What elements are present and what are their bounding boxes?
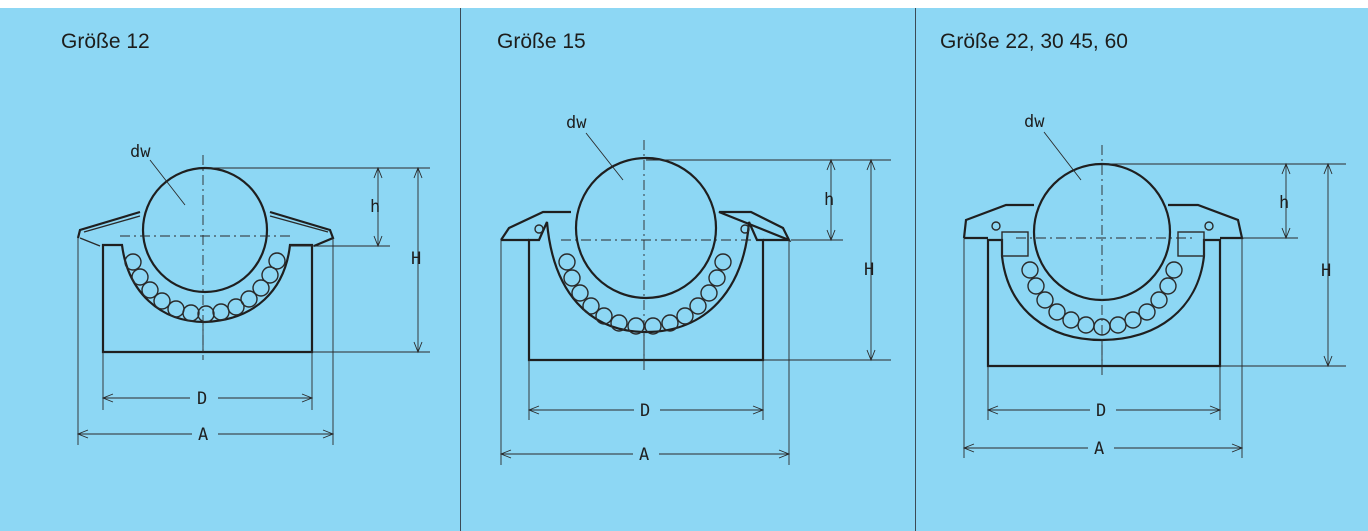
centerlines: [561, 140, 751, 370]
dimension-D: D: [986, 366, 1222, 421]
housing-body: [101, 243, 314, 354]
support-balls: [124, 252, 286, 323]
label-h: h: [1279, 193, 1289, 213]
seal-rings: [534, 224, 750, 234]
ball-transfer-drawing-size-15: h H D A: [499, 113, 891, 465]
panel-size-12: Größe 12: [0, 0, 460, 531]
label-A: A: [639, 445, 649, 465]
dimension-h: h: [205, 166, 430, 248]
dimension-A: A: [962, 238, 1244, 459]
dimension-A: A: [499, 240, 791, 465]
dimension-D: D: [527, 360, 765, 421]
dimension-H: H: [312, 166, 430, 354]
dimension-A: A: [76, 238, 335, 445]
label-h: h: [370, 197, 380, 217]
label-H: H: [1321, 261, 1331, 281]
dimension-dw: dw: [566, 113, 624, 181]
cover-cap: [76, 210, 335, 248]
dimension-D: D: [101, 352, 314, 410]
label-D: D: [640, 401, 650, 421]
label-dw: dw: [1024, 112, 1045, 132]
panel-size-22-30-45-60: Größe 22, 30 45, 60: [916, 0, 1368, 531]
centerlines: [120, 155, 290, 360]
panel-size-15: Größe 15: [461, 0, 915, 531]
label-A: A: [1094, 439, 1104, 459]
dimension-dw: dw: [1024, 112, 1082, 181]
support-balls: [1021, 261, 1183, 336]
panel-title: Größe 22, 30 45, 60: [940, 30, 1128, 53]
label-dw: dw: [130, 142, 151, 162]
top-margin: [0, 0, 1368, 8]
ball-transfer-drawing-size-22-60: h H D A: [962, 112, 1346, 459]
panel-title: Größe 12: [61, 30, 150, 53]
seal-inserts: [991, 221, 1214, 257]
dimension-H: H: [1220, 162, 1346, 368]
ball-transfer-drawing-size-12: h H D A: [76, 142, 430, 445]
label-D: D: [197, 389, 207, 409]
centerlines: [1016, 145, 1196, 375]
panel-divider-2: [915, 8, 916, 531]
housing-body: [962, 203, 1244, 368]
support-balls: [558, 253, 732, 335]
dimension-dw: dw: [130, 142, 186, 206]
label-H: H: [411, 249, 421, 269]
dimension-H: H: [763, 158, 891, 362]
dimension-h: h: [646, 158, 891, 242]
label-H: H: [864, 260, 874, 280]
housing-body: [500, 210, 792, 362]
label-A: A: [198, 425, 208, 445]
ball-dw: [141, 166, 269, 294]
panel-title: Größe 15: [497, 30, 586, 53]
ball-dw: [574, 156, 718, 300]
label-dw: dw: [566, 113, 587, 133]
label-D: D: [1096, 401, 1106, 421]
panel-divider-1: [460, 8, 461, 531]
dimension-h: h: [1102, 162, 1346, 240]
label-h: h: [824, 190, 834, 210]
